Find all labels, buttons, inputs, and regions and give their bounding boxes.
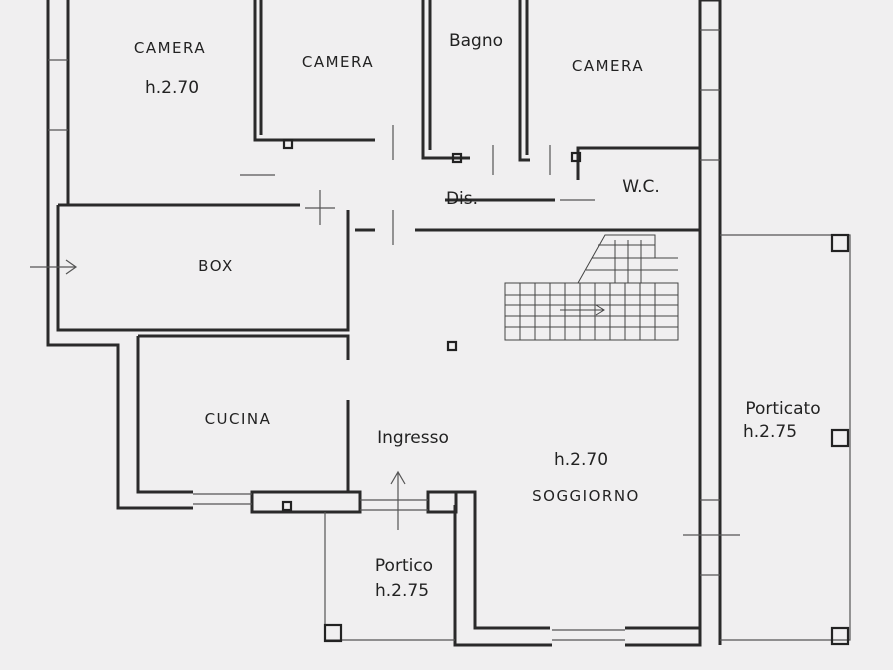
- portico-area: [323, 512, 455, 643]
- label-portico-height: h.2.75: [375, 581, 429, 601]
- stair-risers: [519, 283, 656, 340]
- wall-wc: [576, 146, 700, 180]
- porticato-column: [830, 428, 850, 448]
- label-bagno: Bagno: [449, 31, 503, 51]
- entrance-arrow-icon: [30, 259, 78, 275]
- jamb-post: [281, 500, 293, 512]
- door-ingresso: [360, 499, 428, 511]
- stair-upper: [577, 234, 678, 284]
- window-soggiorno: [552, 629, 625, 641]
- wall-ingresso-pier: [426, 490, 458, 514]
- wall-cucina-south: [250, 490, 362, 514]
- label-wc: W.C.: [622, 177, 660, 197]
- porticato-area: [683, 233, 851, 646]
- label-soggiorno: SOGGIORNO: [532, 487, 640, 505]
- door-marks: [240, 125, 595, 512]
- porticato-column: [830, 626, 850, 646]
- portico-outline: [324, 512, 455, 641]
- window-ticks-west: [48, 59, 68, 131]
- jamb-post: [282, 138, 294, 150]
- wall-bagno-east: [518, 0, 530, 162]
- portico-column: [323, 623, 343, 643]
- label-porticato: Porticato: [745, 399, 820, 419]
- stairs-arrow-icon: [560, 304, 605, 316]
- label-camera-left-height: h.2.70: [145, 78, 199, 98]
- walls: [46, 0, 722, 647]
- wall-camera-mid: [253, 0, 375, 142]
- label-camera-right: CAMERA: [572, 57, 644, 75]
- wall-east: [625, 0, 702, 647]
- wall-bagno-west: [421, 0, 470, 160]
- label-ingresso: Ingresso: [377, 428, 449, 448]
- column-post: [446, 340, 458, 352]
- door-jambs: [240, 125, 595, 245]
- label-cucina: CUCINA: [205, 410, 272, 428]
- wall-west: [46, 0, 193, 510]
- label-portico: Portico: [375, 556, 433, 576]
- wall-cucina-top: [138, 334, 350, 360]
- label-porticato-height: h.2.75: [743, 422, 797, 442]
- stair-treads: [505, 294, 678, 328]
- stair-upper-risers: [614, 240, 642, 283]
- porticato-outline: [720, 234, 851, 641]
- wall-soggiorno-south-outer: [453, 505, 552, 647]
- window-cucina: [193, 493, 252, 505]
- ingresso-arrow-icon: [390, 470, 406, 530]
- jamb-post: [570, 151, 582, 163]
- wall-cucina-east: [346, 400, 360, 494]
- wall-cucina: [136, 336, 193, 494]
- window-ticks-east: [700, 29, 720, 576]
- label-box: BOX: [198, 257, 234, 275]
- label-camera-left: CAMERA: [134, 39, 206, 57]
- label-soggiorno-height: h.2.70: [554, 450, 608, 470]
- porticato-column: [830, 233, 850, 253]
- staircase: [504, 234, 679, 341]
- stair-upper-treads: [586, 244, 678, 271]
- label-camera-middle: CAMERA: [302, 53, 374, 71]
- stair-outline: [504, 282, 679, 341]
- label-dis: Dis.: [446, 189, 478, 209]
- jamb-post: [451, 152, 463, 164]
